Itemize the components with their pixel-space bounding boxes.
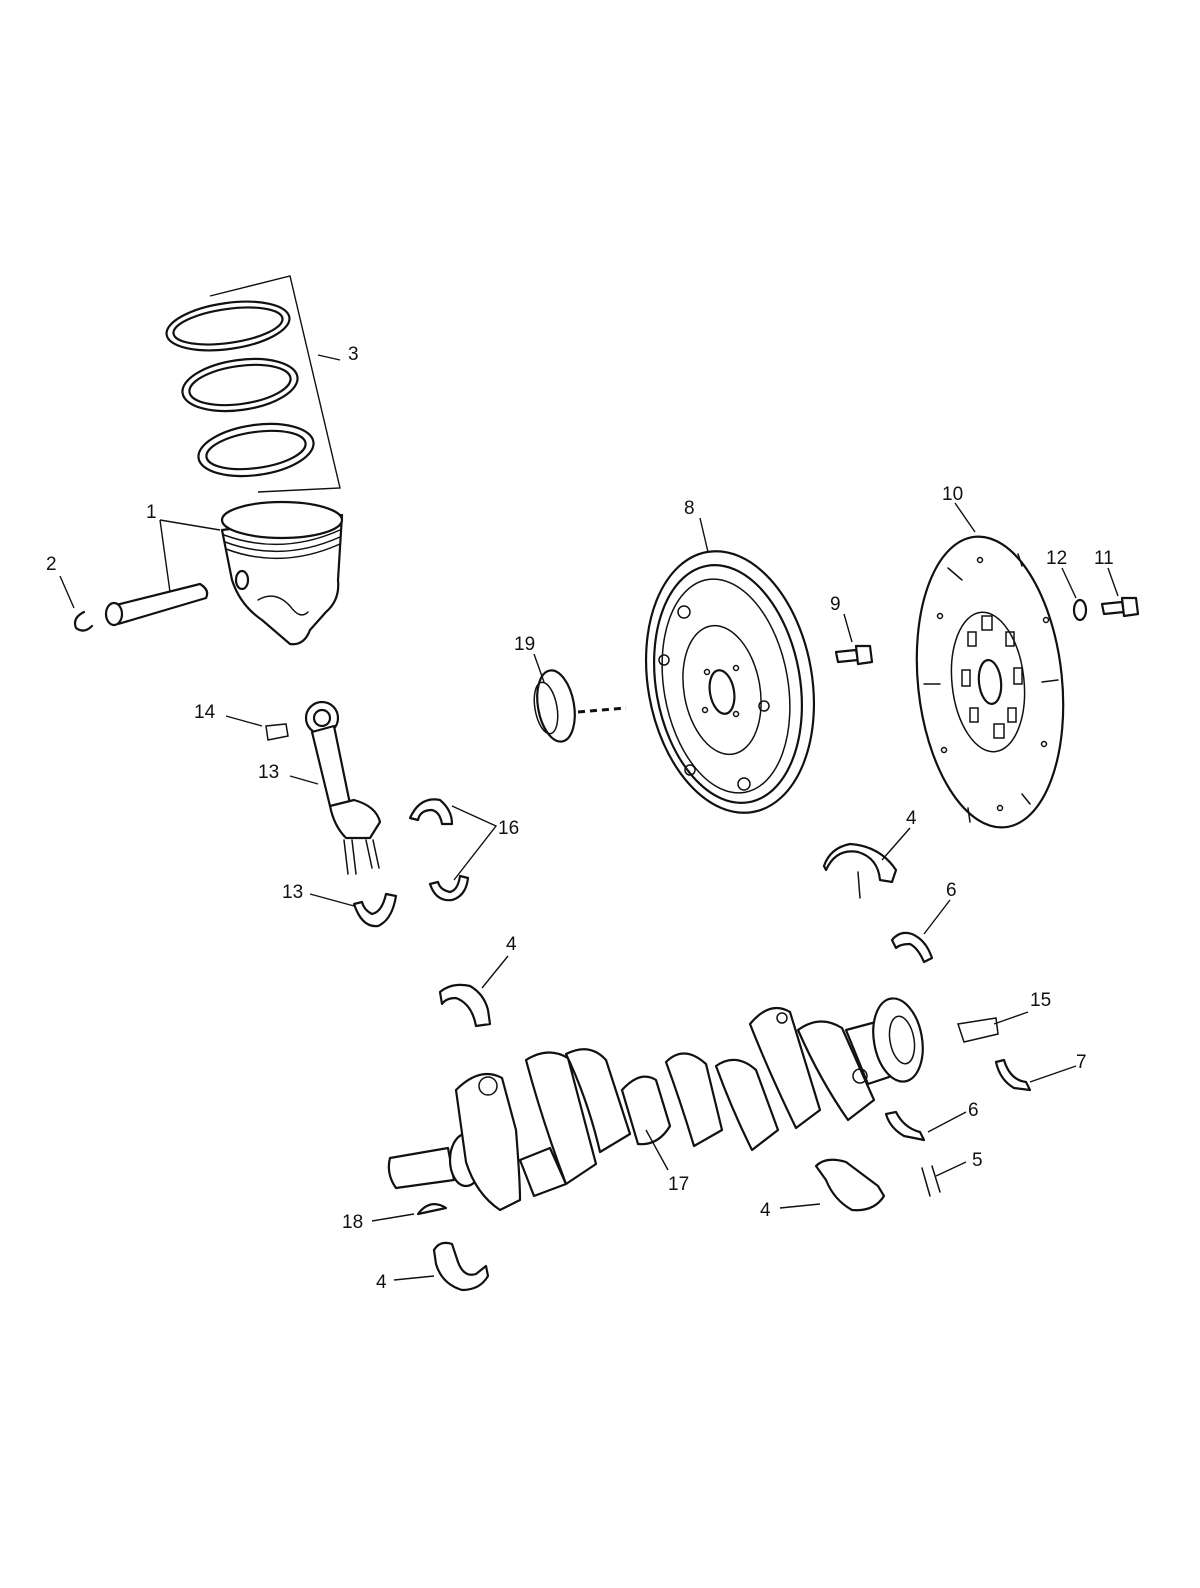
callout-13-rod: 13 <box>258 762 279 783</box>
rod-bearing-13 <box>352 892 398 928</box>
callout-6-upper: 6 <box>946 880 957 901</box>
callout-1: 1 <box>146 502 157 523</box>
pilot-bushing <box>957 1017 999 1043</box>
callout-6-lower: 6 <box>968 1100 979 1121</box>
thrust-washer-lower <box>884 1110 926 1142</box>
flywheel <box>644 550 816 814</box>
connecting-rod <box>304 700 382 875</box>
callout-4-left: 4 <box>506 934 517 955</box>
washer <box>1072 598 1088 622</box>
main-bearing-bottom-left <box>432 1241 490 1292</box>
callout-7: 7 <box>1076 1052 1087 1073</box>
dowel-pin <box>921 1165 941 1197</box>
snap-ring <box>73 610 94 632</box>
callout-3: 3 <box>348 344 359 365</box>
callout-11: 11 <box>1094 548 1114 569</box>
key <box>416 1203 448 1216</box>
rod-bushing <box>265 723 289 741</box>
callout-5: 5 <box>972 1150 983 1171</box>
callout-4-lower-right: 4 <box>760 1200 771 1221</box>
main-bearing-upper-right <box>822 842 898 899</box>
callout-15: 15 <box>1030 990 1051 1011</box>
callout-4-bottom-left: 4 <box>376 1272 387 1293</box>
flywheel-bolt <box>834 644 874 666</box>
callout-19: 19 <box>514 634 535 655</box>
callout-labels: 1 2 3 4 4 4 4 5 6 6 7 8 9 10 11 12 13 13… <box>46 344 1114 1293</box>
leader-lines <box>59 354 1119 1281</box>
main-bearing-left <box>438 983 492 1028</box>
main-bearing-lower-right <box>814 1158 886 1212</box>
callout-2: 2 <box>46 554 57 575</box>
piston-rings <box>165 275 341 493</box>
callout-10: 10 <box>942 484 963 505</box>
seal <box>533 669 627 743</box>
callout-18: 18 <box>342 1212 363 1233</box>
callout-9: 9 <box>830 594 841 615</box>
thrust-washer-7 <box>994 1058 1032 1092</box>
piston <box>220 500 344 646</box>
thrust-washer-upper <box>890 931 934 964</box>
callout-17: 17 <box>668 1174 689 1195</box>
callout-4-upper-right: 4 <box>906 808 917 829</box>
clutch-disc <box>915 535 1065 829</box>
crankshaft <box>387 997 924 1212</box>
callout-16: 16 <box>498 818 519 839</box>
callout-14: 14 <box>194 702 216 723</box>
callout-13-bearing: 13 <box>282 882 303 903</box>
rod-bearings-16 <box>408 798 470 902</box>
clutch-bolt <box>1100 596 1140 618</box>
callout-8: 8 <box>684 498 695 519</box>
callout-12: 12 <box>1046 548 1067 569</box>
piston-pin <box>104 582 209 627</box>
